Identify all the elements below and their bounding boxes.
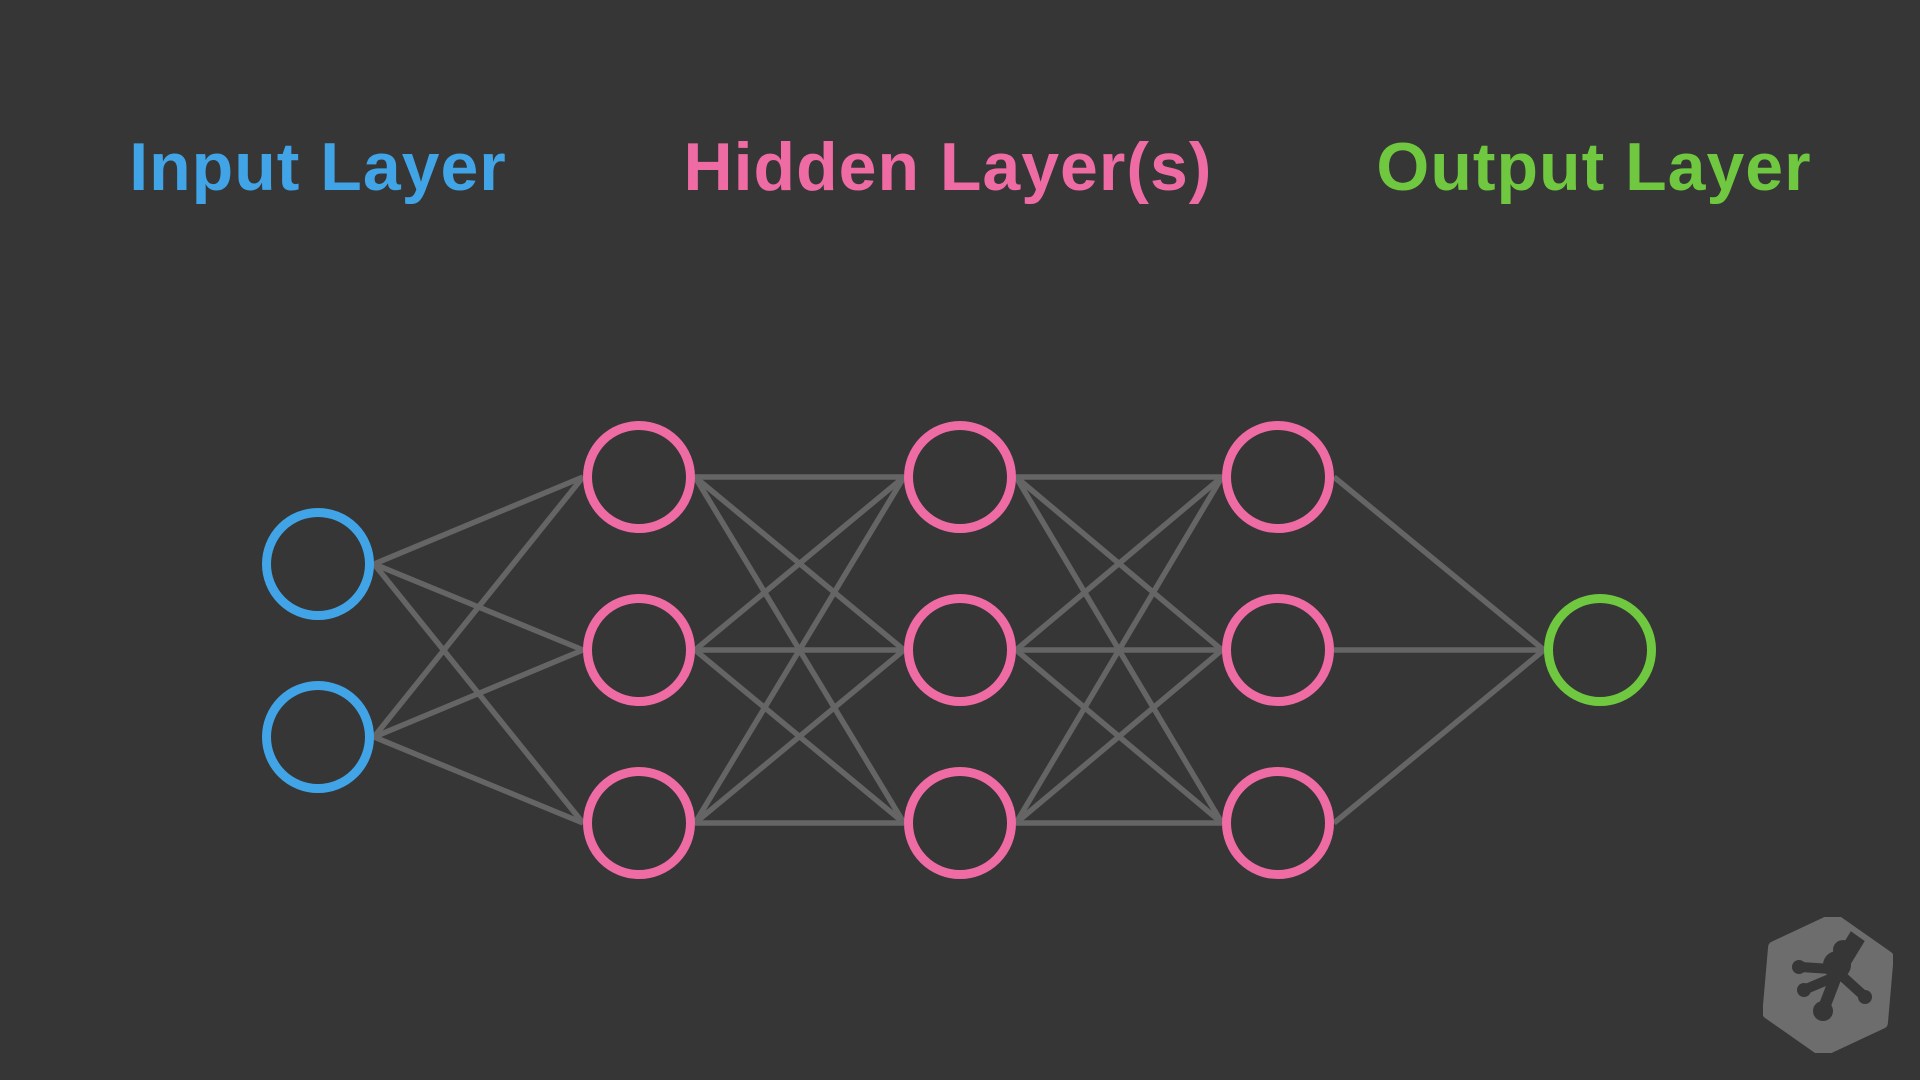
output-layer-label: Output Layer	[1376, 129, 1812, 205]
input-layer-label: Input Layer	[129, 129, 507, 205]
hidden-layer-1-node-3	[583, 767, 695, 879]
hidden-layer-3-node-3	[1222, 767, 1334, 879]
output-layer-node-1	[1544, 594, 1656, 706]
hidden-layer-1-node-1	[583, 421, 695, 533]
nodes-group	[262, 421, 1656, 879]
input-layer-node-1	[262, 508, 374, 620]
connection-input-layer-1-to-hidden-layer-1-1	[372, 474, 585, 567]
hidden-layer-3-node-1	[1222, 421, 1334, 533]
connection-hidden-layer-2-2-to-hidden-layer-3-1	[1014, 474, 1224, 653]
connection-hidden-layer-3-1-to-output-layer-1	[1332, 474, 1546, 653]
hidden-layer-3-node-2	[1222, 594, 1334, 706]
hidden-layer-2-node-1	[904, 421, 1016, 533]
hidden-layer-2-node-3	[904, 767, 1016, 879]
hidden-layer-label: Hidden Layer(s)	[683, 129, 1213, 205]
connection-input-layer-2-to-hidden-layer-1-2	[372, 647, 585, 740]
connection-input-layer-2-to-hidden-layer-1-3	[372, 734, 585, 826]
input-layer-node-2	[262, 681, 374, 793]
connection-hidden-layer-1-2-to-hidden-layer-2-1	[693, 474, 906, 653]
connection-hidden-layer-2-3-to-hidden-layer-3-2	[1014, 647, 1224, 826]
connection-hidden-layer-3-3-to-output-layer-1	[1332, 647, 1546, 826]
connection-input-layer-2-to-hidden-layer-1-1	[371, 475, 586, 739]
connection-hidden-layer-2-3-to-hidden-layer-3-1	[1013, 475, 1225, 825]
hidden-layer-1-node-2	[583, 594, 695, 706]
hidden-layer-2-node-2	[904, 594, 1016, 706]
connection-hidden-layer-1-3-to-hidden-layer-2-1	[692, 475, 907, 825]
connection-hidden-layer-1-3-to-hidden-layer-2-2	[693, 647, 906, 826]
connections-group	[371, 474, 1546, 826]
hexagon-footprint-logo	[1763, 917, 1893, 1053]
